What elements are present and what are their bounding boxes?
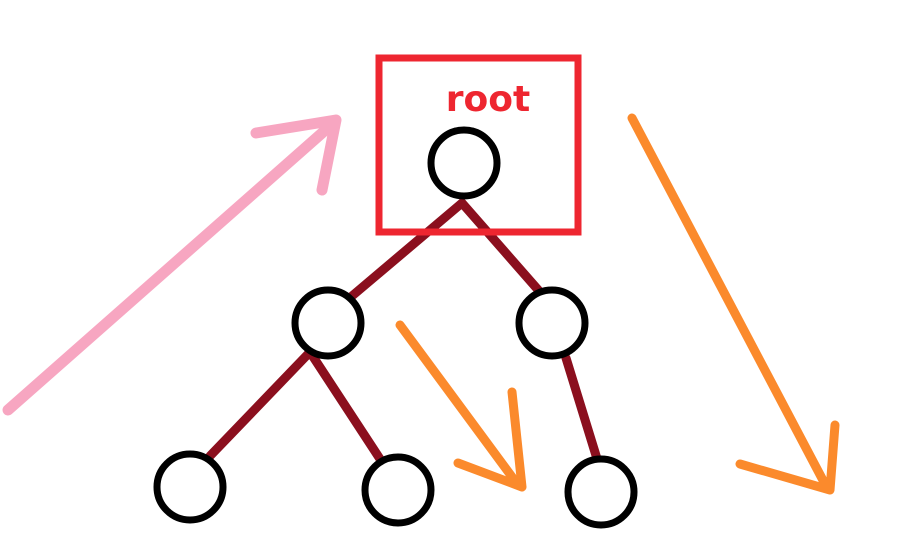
edge-right-leaf	[561, 353, 603, 467]
edge-root-right	[457, 198, 545, 297]
edge-root-left	[347, 198, 467, 301]
orange-right-arrow-shaft	[627, 113, 831, 491]
pink-arrow-shaft	[2, 120, 336, 416]
orange-middle-arrow-head	[453, 387, 527, 492]
root-highlight-box	[375, 54, 582, 236]
edge-left-rightleaf	[305, 347, 387, 467]
node-left-left-leaf	[153, 450, 227, 524]
node-root	[427, 126, 501, 200]
pink-up-arrow	[2, 114, 342, 416]
orange-right-arrow-head	[735, 420, 840, 495]
node-right-leaf	[564, 455, 638, 529]
tree-edges	[205, 198, 603, 467]
orange-middle-arrow-shaft	[395, 320, 523, 490]
node-left-right-leaf	[361, 453, 435, 527]
orange-middle-arrow	[395, 320, 527, 492]
node-right	[515, 286, 589, 360]
node-left	[291, 286, 365, 360]
orange-right-arrow	[627, 113, 840, 495]
edge-left-leftleaf	[205, 347, 315, 461]
pink-arrow-head	[250, 114, 342, 196]
root-label: root	[446, 79, 530, 120]
tree-nodes	[153, 126, 638, 529]
